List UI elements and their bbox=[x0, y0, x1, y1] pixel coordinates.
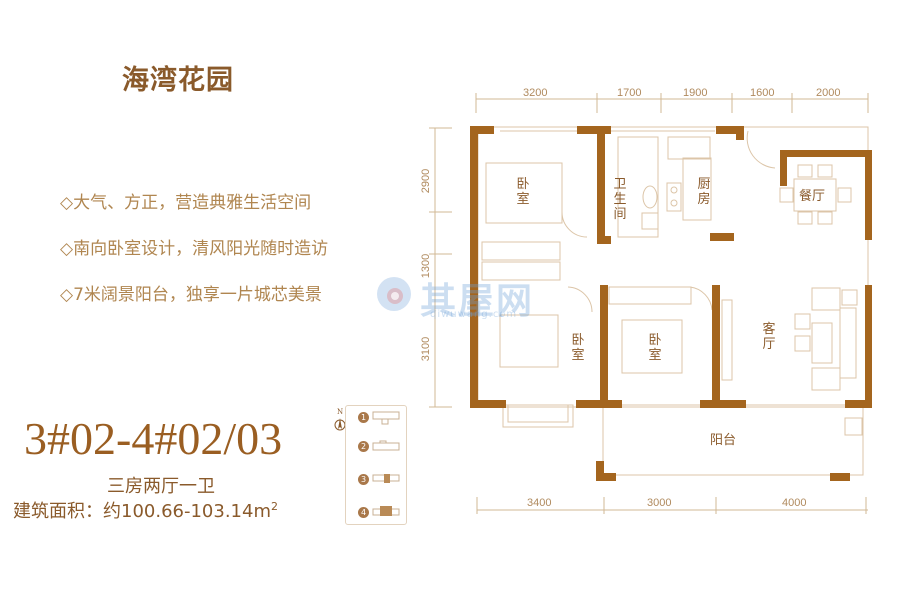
building-block-icon bbox=[372, 474, 400, 483]
structural-walls bbox=[470, 126, 872, 481]
building-block-icon bbox=[372, 411, 400, 425]
room-kitchen: 厨房 bbox=[697, 177, 711, 207]
legend-item-4: 4 bbox=[358, 507, 369, 518]
room-dining: 餐厅 bbox=[798, 189, 825, 204]
room-living: 客厅 bbox=[762, 322, 776, 352]
room-bedroom-s: 卧室 bbox=[648, 333, 662, 363]
thin-lines bbox=[477, 126, 869, 476]
dim-left-3: 3100 bbox=[420, 336, 433, 362]
dim-top-3: 1900 bbox=[683, 87, 708, 99]
room-bedroom-sw: 卧室 bbox=[571, 333, 585, 363]
watermark-text: 其屋网 bbox=[420, 281, 535, 322]
dim-left-1: 2900 bbox=[420, 168, 433, 194]
dim-bottom-1: 3400 bbox=[527, 497, 552, 509]
feature-3: ◇7米阔景阳台，独享一片城芯美景 bbox=[60, 285, 322, 305]
building-position-legend bbox=[345, 405, 407, 525]
feature-2: ◇南向卧室设计，清风阳光随时造访 bbox=[60, 239, 329, 259]
legend-number: 4 bbox=[358, 507, 369, 518]
dim-bottom-2: 3000 bbox=[647, 497, 672, 509]
watermark-subtext: qiwuwang.com bbox=[430, 309, 518, 320]
layout-type: 三房两厅一卫 bbox=[107, 476, 215, 497]
legend-number: 1 bbox=[358, 412, 369, 423]
legend-item-1: 1 bbox=[358, 412, 369, 423]
building-block-icon bbox=[372, 440, 400, 451]
watermark-logo-icon bbox=[377, 277, 411, 311]
dim-bottom-3: 4000 bbox=[782, 497, 807, 509]
legend-item-3: 3 bbox=[358, 474, 369, 485]
room-bedroom-nw: 卧室 bbox=[516, 177, 530, 207]
legend-item-2: 2 bbox=[358, 441, 369, 452]
dim-top-5: 2000 bbox=[816, 87, 841, 99]
area-text: 建筑面积：约100.66-103.14m bbox=[13, 501, 271, 522]
unit-code: 3#02-4#02/03 bbox=[24, 413, 283, 464]
building-block-icon bbox=[372, 506, 400, 516]
room-bathroom: 卫生间 bbox=[613, 177, 627, 222]
project-title: 海湾花园 bbox=[122, 65, 234, 96]
dimension-lines bbox=[429, 93, 869, 514]
room-balcony: 阳台 bbox=[709, 433, 736, 448]
area-superscript: 2 bbox=[271, 500, 278, 513]
building-area: 建筑面积：约100.66-103.14m2 bbox=[13, 497, 278, 523]
legend-number: 3 bbox=[358, 474, 369, 485]
dim-top-1: 3200 bbox=[523, 87, 548, 99]
dim-top-4: 1600 bbox=[750, 87, 775, 99]
feature-1: ◇大气、方正，营造典雅生活空间 bbox=[60, 193, 312, 213]
dim-top-2: 1700 bbox=[617, 87, 642, 99]
compass-north-label: N bbox=[336, 408, 344, 416]
legend-number: 2 bbox=[358, 441, 369, 452]
